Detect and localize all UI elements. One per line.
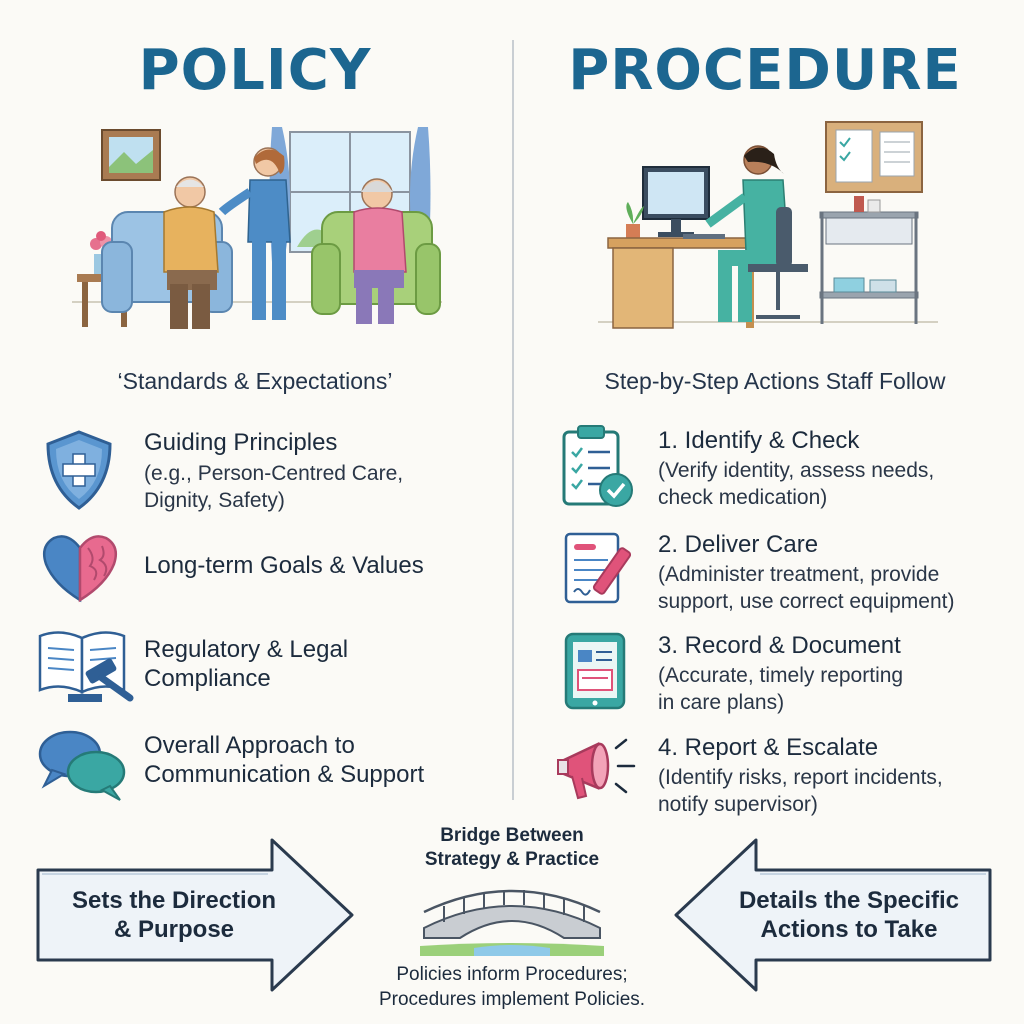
center-divider [512,40,514,800]
policy-arrow-text-line-2: & Purpose [113,916,235,943]
megaphone-icon [557,738,636,800]
procedure-item-4-desc-line-1: (Identify risks, report incidents, [658,766,943,789]
procedure-item-3-title: 3. Record & Document [658,632,901,659]
procedure-item-1-title: 1. Identify & Check [658,427,860,454]
bridge-title-line-1: Bridge Between [440,825,584,846]
care-home-illustration [72,112,442,352]
procedure-item-1-desc-line-2: check medication) [658,486,828,509]
procedure-subtitle: Step-by-Step Actions Staff Follow [604,368,946,394]
procedure-item-2-title: 2. Deliver Care [658,531,819,558]
policy-arrow-text-line-1: Sets the Direction [71,887,277,914]
procedure-item-4-desc-line-2: notify supervisor) [658,793,818,816]
policy-item-1-title: Guiding Principles [144,429,338,456]
policy-direction-arrow [36,838,354,992]
book-gavel-icon [38,631,134,702]
clipboard-check-icon [562,425,633,507]
speech-bubbles-icon [38,730,126,801]
policy-item-1-desc-line-2: Dignity, Safety) [144,489,285,512]
policy-subtitle: ‘Standards & Expectations’ [117,368,393,394]
policy-item-4-title-line-2: Communication & Support [144,761,425,788]
policy-item-3-title-line-2: Compliance [144,665,271,692]
policy-item-4-title-line-1: Overall Approach to [144,732,355,759]
shield-cross-icon [46,430,112,510]
procedure-arrow-text-line-2: Actions to Take [760,916,938,943]
policy-title: POLICY [138,38,372,103]
bridge-title-line-2: Strategy & Practice [424,849,600,870]
bridge-illustration [420,889,604,956]
procedure-item-3-desc-line-2: in care plans) [658,691,785,714]
heart-brain-icon [43,535,117,603]
procedure-title: PROCEDURE [568,38,962,103]
bridge-caption-line-2: Procedures implement Policies. [378,989,646,1010]
procedure-direction-arrow [674,838,992,992]
procedure-item-2-desc-line-1: (Administer treatment, provide [658,563,940,586]
bridge-caption-line-1: Policies inform Procedures; [396,964,628,985]
procedure-item-4-title: 4. Report & Escalate [658,734,879,761]
document-pen-icon [564,532,632,604]
procedure-item-1-desc-line-1: (Verify identity, assess needs, [658,459,935,482]
policy-item-2-title: Long-term Goals & Values [144,552,424,579]
policy-item-3-title-line-1: Regulatory & Legal [144,636,349,663]
tablet-record-icon [564,632,626,710]
procedure-item-3-desc-line-1: (Accurate, timely reporting [658,664,904,687]
nurse-desk-illustration [598,112,938,352]
procedure-item-2-desc-line-2: support, use correct equipment) [658,590,955,613]
policy-item-1-desc-line-1: (e.g., Person-Centred Care, [144,462,404,485]
procedure-arrow-text-line-1: Details the Specific [738,887,960,914]
